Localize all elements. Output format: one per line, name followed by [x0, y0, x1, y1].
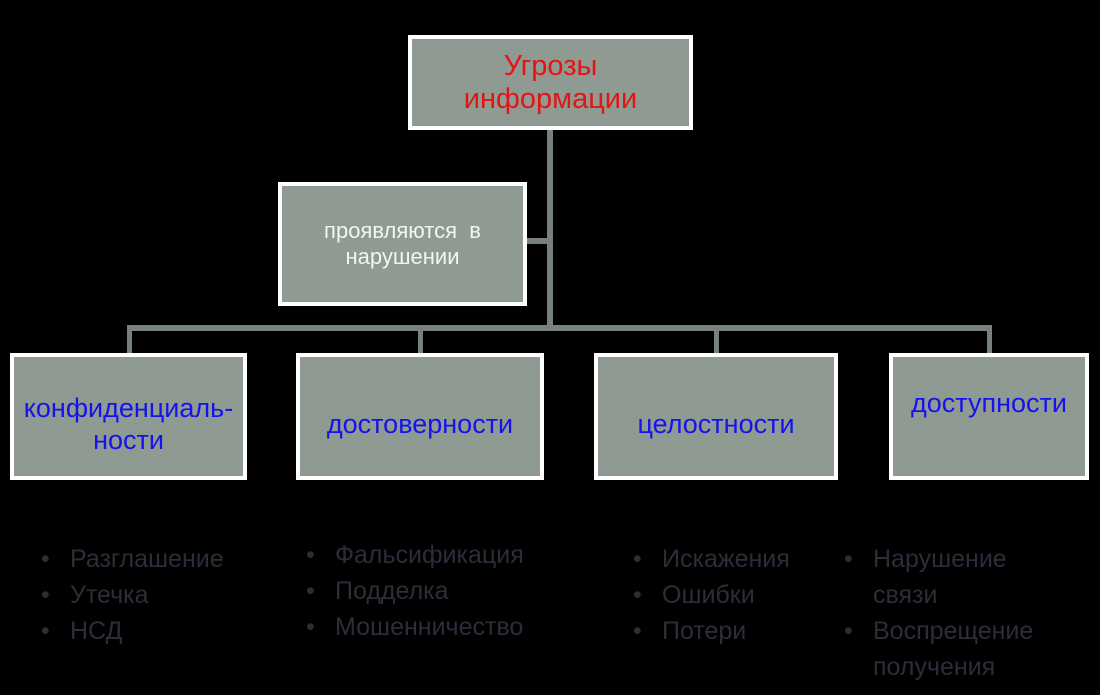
connector-modifier-stub: [527, 238, 549, 244]
connector-stub-availability: [987, 325, 992, 355]
branch-box-integrity: целостности: [594, 353, 838, 480]
branch-box-authenticity: достоверности: [296, 353, 544, 480]
modifier-box-label: проявляются в нарушении: [324, 217, 481, 269]
list-availability-threats: Нарушение связи Воспрещение получения: [842, 541, 1033, 685]
list-item: Подделка: [304, 573, 589, 609]
connector-root-vertical: [547, 130, 553, 331]
list-item: НСД: [39, 613, 279, 649]
list-item: Нарушение связи: [842, 541, 1030, 613]
branch-box-availability: доступности: [889, 353, 1089, 480]
list-integrity-threats: Искажения Ошибки Потери: [631, 541, 851, 649]
branch-box-label: конфиденциаль- ности: [23, 393, 234, 455]
branch-box-label: доступности: [911, 387, 1067, 418]
list-authenticity-threats: Фальсификация Подделка Мошенничество: [304, 537, 589, 645]
list-item: Утечка: [39, 577, 279, 613]
connector-horizontal-bar: [127, 325, 992, 331]
list-item: Разглашение: [39, 541, 279, 577]
list-item: Потери: [631, 613, 851, 649]
root-box-label: Угрозы информации: [463, 49, 638, 115]
list-item: Искажения: [631, 541, 851, 577]
root-box-threats: Угрозы информации: [408, 35, 693, 130]
list-item: Воспрещение получения: [842, 613, 1033, 685]
list-confidentiality-threats: Разглашение Утечка НСД: [39, 541, 279, 649]
connector-stub-integrity: [714, 325, 719, 355]
branch-box-confidentiality: конфиденциаль- ности: [10, 353, 247, 480]
connector-stub-confidentiality: [127, 325, 132, 355]
list-item: Мошенничество: [304, 609, 589, 645]
modifier-box-manifested-in: проявляются в нарушении: [278, 182, 527, 306]
list-item: Ошибки: [631, 577, 851, 613]
branch-box-label: целостности: [637, 408, 795, 439]
connector-stub-authenticity: [418, 325, 423, 355]
list-item: Фальсификация: [304, 537, 589, 573]
branch-box-label: достоверности: [326, 408, 514, 439]
